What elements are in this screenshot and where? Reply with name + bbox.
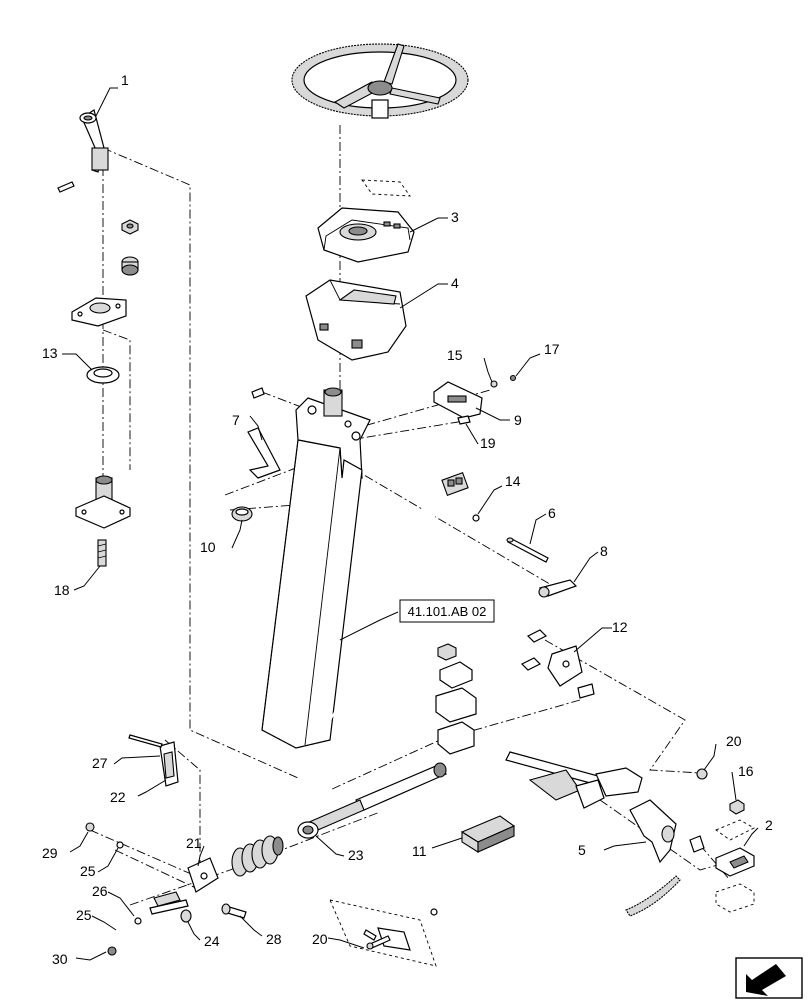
steering-column [261,387,371,749]
part-20-bolt-right [696,768,708,780]
part-1-steering-shaft-top [79,109,109,173]
reference-label[interactable]: 41.101.AB 02 [399,599,495,623]
assembly-centerlines [89,125,736,906]
callout-11: 11 [412,843,427,859]
decal [361,179,411,197]
part-18-threaded-stud [97,539,107,567]
callout-23: 23 [348,847,364,863]
callout-8: 8 [600,543,608,559]
bushing [121,256,139,276]
part-13-seal-ring [86,366,120,384]
reference-label-text: 41.101.AB 02 [408,604,487,619]
callout-5: 5 [578,842,586,858]
callout-6: 6 [548,505,556,521]
return-spring [625,875,681,917]
part-5-pedal-arm [629,799,705,864]
floor-plate-bracket [329,899,438,967]
callout-20-bottom: 20 [312,931,328,947]
wiring-harness [329,472,469,721]
callout-22: 22 [110,789,126,805]
upper-cover [317,207,415,263]
bolt-assembly-26 [149,891,189,915]
callout-26: 26 [92,883,108,899]
callout-29: 29 [42,845,58,861]
actuator-cylinder [299,762,448,837]
part-9-switch [433,381,483,419]
callout-16: 16 [738,763,754,779]
callout-30: 30 [52,951,68,967]
callout-1: 1 [121,72,129,88]
callout-27: 27 [92,755,108,771]
part-20-bolt-bottom [366,935,391,950]
callout-10: 10 [200,539,216,555]
steering-wheel [291,43,469,119]
callout-7: 7 [232,412,240,428]
steering-link-rod [505,751,643,809]
callout-labels: 1 2 3 4 5 6 7 8 9 10 11 12 13 14 15 16 1… [42,72,773,967]
part-6-pin [506,537,549,563]
callout-25-lower: 25 [76,907,92,923]
part-21-bracket [187,857,219,893]
callout-13: 13 [42,345,58,361]
part-7-tilt-lever [247,427,281,479]
small-fasteners [457,374,517,522]
part-8-handle [538,579,578,598]
callout-9: 9 [514,412,522,428]
steering-valve-base [75,475,131,529]
flange-bearing [71,297,127,327]
callout-21: 21 [186,835,202,851]
lower-shroud [305,279,407,361]
part-10-knob [231,506,253,522]
callout-12: 12 [612,619,628,635]
callout-14: 14 [505,473,521,489]
part-11-pad [460,815,516,853]
part-24-bushing [180,909,192,923]
part-23-clamp [297,821,319,839]
callout-25-upper: 25 [80,863,96,879]
callout-18: 18 [54,582,70,598]
callout-17: 17 [544,341,560,357]
callout-4: 4 [451,275,459,291]
callout-2: 2 [765,817,773,833]
callout-24: 24 [204,933,220,949]
callout-20-right: 20 [726,733,742,749]
part-16-nut [729,799,745,815]
hex-nut [121,219,139,235]
leader-lines [62,87,759,961]
view-direction-arrow-icon [735,957,803,999]
callout-3: 3 [451,209,459,225]
callout-15: 15 [447,347,463,363]
small-washers [85,822,142,956]
callout-19: 19 [480,435,496,451]
part-2-block [715,819,755,913]
part-22-clip [159,741,179,787]
part-28-bolt [221,903,247,919]
callout-28: 28 [266,931,282,947]
part-27-pin [128,734,163,748]
small-pin [251,387,265,399]
bellows-boot [231,835,284,877]
bracket-stack [435,629,595,755]
roll-pin [57,181,75,193]
